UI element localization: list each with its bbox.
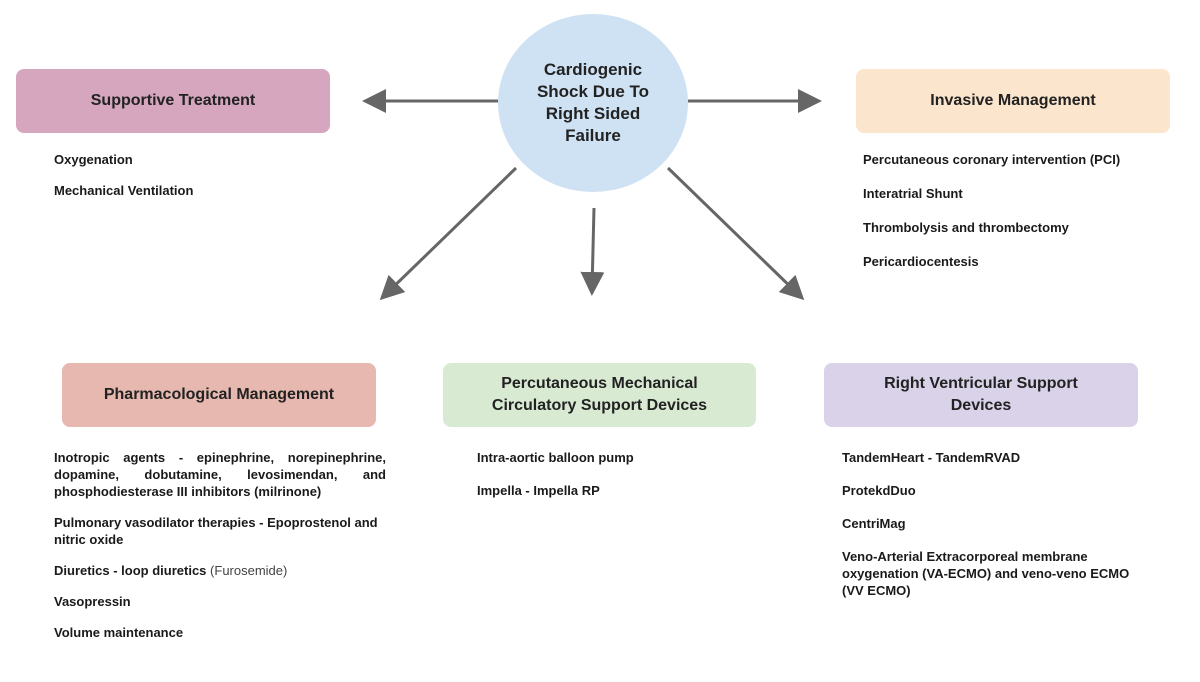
list-item: Vasopressin — [54, 594, 131, 609]
arrow-to-mcs — [580, 207, 605, 296]
list-item: Veno-Arterial Extracorporeal membrane ox… — [842, 549, 1130, 598]
list-item: Impella - Impella RP — [477, 483, 600, 498]
rv-support-devices-box: Right Ventricular Support Devices — [824, 363, 1138, 427]
list-item: Volume maintenance — [54, 625, 184, 640]
list-item: Pulmonary vasodilator therapies - Epopro… — [54, 515, 378, 547]
invasive-management-title: Invasive Management — [930, 92, 1096, 109]
list-item-text: Diuretics - loop diuretics — [54, 563, 207, 578]
center-node: Cardiogenic Shock Due To Right Sided Fai… — [498, 14, 688, 192]
arrow-to-pharmacological — [379, 166, 518, 301]
list-item: Inotropic agents - epinephrine, norepine… — [54, 450, 386, 499]
supportive-treatment-title: Supportive Treatment — [90, 92, 256, 109]
pharmacological-management-list: Inotropic agents - epinephrine, norepine… — [54, 449, 386, 655]
list-item: CentriMag — [842, 516, 906, 531]
list-item: Diuretics - loop diuretics (Furosemide) — [54, 562, 386, 579]
list-item: ProtekdDuo — [842, 483, 916, 498]
mcs-devices-title: Percutaneous Mechanical Circulatory Supp… — [491, 375, 708, 414]
mcs-devices-box: Percutaneous Mechanical Circulatory Supp… — [443, 363, 756, 427]
invasive-management-list: Percutaneous coronary intervention (PCI)… — [863, 151, 1183, 284]
center-label: Cardiogenic Shock Due To Right Sided Fai… — [536, 60, 650, 145]
supportive-treatment-box: Supportive Treatment — [16, 69, 330, 133]
list-item: Percutaneous coronary intervention (PCI) — [863, 152, 1121, 167]
pharmacological-management-box: Pharmacological Management — [62, 363, 376, 427]
list-item: TandemHeart - TandemRVAD — [842, 450, 1021, 465]
rv-support-devices-list: TandemHeart - TandemRVAD ProtekdDuo Cent… — [842, 449, 1132, 613]
list-item: Intra-aortic balloon pump — [477, 450, 634, 465]
arrow-to-rv-support — [666, 166, 805, 301]
supportive-treatment-list: Oxygenation Mechanical Ventilation — [54, 151, 334, 213]
list-item: Oxygenation — [54, 152, 133, 167]
rv-support-devices-title: Right Ventricular Support Devices — [884, 375, 1078, 414]
list-item-note: (Furosemide) — [210, 563, 288, 578]
list-item: Mechanical Ventilation — [54, 183, 194, 198]
pharmacological-management-title: Pharmacological Management — [103, 386, 335, 403]
invasive-management-box: Invasive Management — [856, 69, 1170, 133]
list-item: Interatrial Shunt — [863, 186, 963, 201]
list-item: Thrombolysis and thrombectomy — [863, 220, 1069, 235]
list-item: Pericardiocentesis — [863, 254, 979, 269]
mcs-devices-list: Intra-aortic balloon pump Impella - Impe… — [477, 449, 757, 513]
